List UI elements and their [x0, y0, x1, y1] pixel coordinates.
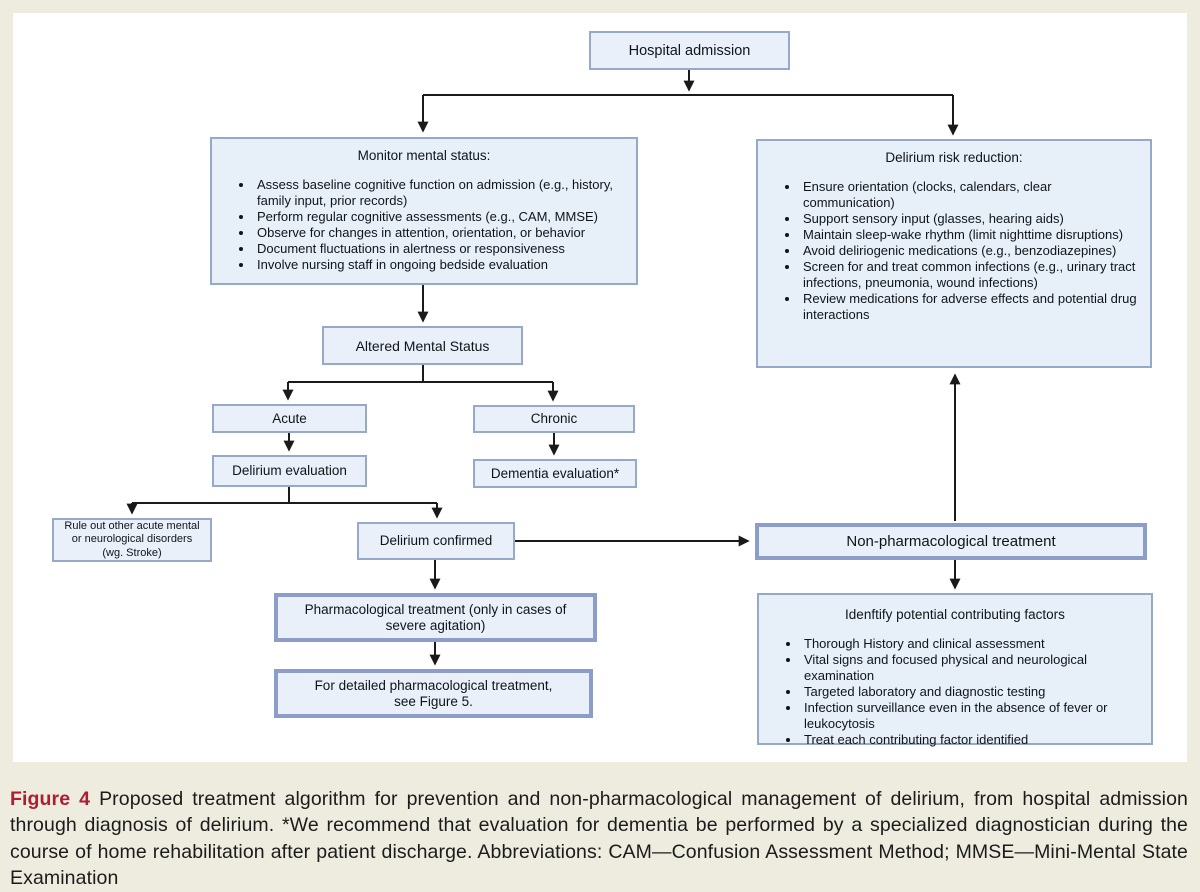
node-chronic: Chronic — [473, 405, 635, 433]
monitor-bullet: Involve nursing staff in ongoing bedside… — [254, 257, 626, 273]
contributing-factors-bullet: Targeted laboratory and diagnostic testi… — [801, 684, 1141, 700]
risk-reduction-bullet: Ensure orientation (clocks, calendars, c… — [800, 179, 1140, 211]
risk-reduction-bullet: Screen for and treat common infections (… — [800, 259, 1140, 291]
risk-reduction-bullet: Support sensory input (glasses, hearing … — [800, 211, 1140, 227]
figure-caption-text: Proposed treatment algorithm for prevent… — [10, 787, 1189, 890]
contributing-factors-bullet: Thorough History and clinical assessment — [801, 636, 1141, 652]
node-contributing-factors: Idenftify potential contributing factors… — [757, 593, 1153, 748]
node-pharmacological-treatment: Pharmacological treatment (only in cases… — [274, 593, 597, 642]
risk-reduction-bullet: Avoid deliriogenic medications (e.g., be… — [800, 243, 1140, 259]
node-delirium-evaluation: Delirium evaluation — [212, 455, 367, 487]
node-monitor-mental-status: Monitor mental status: Assess baseline c… — [210, 137, 638, 285]
monitor-title: Monitor mental status: — [357, 148, 491, 163]
contributing-factors-bullet: Infection surveillance even in the absen… — [801, 700, 1141, 732]
node-delirium-risk-reduction: Delirium risk reduction: Ensure orientat… — [756, 139, 1152, 368]
contributing-factors-bullet: Vital signs and focused physical and neu… — [801, 652, 1141, 684]
figure-caption-label: Figure 4 — [10, 787, 91, 810]
monitor-bullet-list: Assess baseline cognitive function on ad… — [222, 177, 626, 273]
contributing-factors-bullet-list: Thorough History and clinical assessment… — [769, 636, 1141, 748]
node-detailed-pharmacological-treatment: For detailed pharmacological treatment, … — [274, 669, 593, 718]
monitor-bullet: Observe for changes in attention, orient… — [254, 225, 626, 241]
monitor-bullet: Perform regular cognitive assessments (e… — [254, 209, 626, 225]
node-non-pharmacological-treatment: Non-pharmacological treatment — [755, 523, 1147, 560]
risk-reduction-bullet-list: Ensure orientation (clocks, calendars, c… — [768, 179, 1140, 323]
risk-reduction-bullet: Maintain sleep-wake rhythm (limit nightt… — [800, 227, 1140, 243]
risk-reduction-bullet: Review medications for adverse effects a… — [800, 291, 1140, 323]
contributing-factors-bullet: Treat each contributing factor identifie… — [801, 732, 1141, 748]
monitor-bullet: Document fluctuations in alertness or re… — [254, 241, 626, 257]
node-rule-out-other-disorders: Rule out other acute mental or neurologi… — [52, 518, 212, 562]
monitor-bullet: Assess baseline cognitive function on ad… — [254, 177, 626, 209]
node-altered-mental-status: Altered Mental Status — [322, 326, 523, 365]
figure-caption: Figure 4 Proposed treatment algorithm fo… — [10, 786, 1188, 892]
risk-reduction-title: Delirium risk reduction: — [885, 150, 1023, 165]
node-dementia-evaluation: Dementia evaluation* — [473, 459, 637, 488]
node-acute: Acute — [212, 404, 367, 433]
node-hospital-admission: Hospital admission — [589, 31, 790, 70]
node-delirium-confirmed: Delirium confirmed — [357, 522, 515, 560]
contributing-factors-title: Idenftify potential contributing factors — [845, 607, 1065, 622]
